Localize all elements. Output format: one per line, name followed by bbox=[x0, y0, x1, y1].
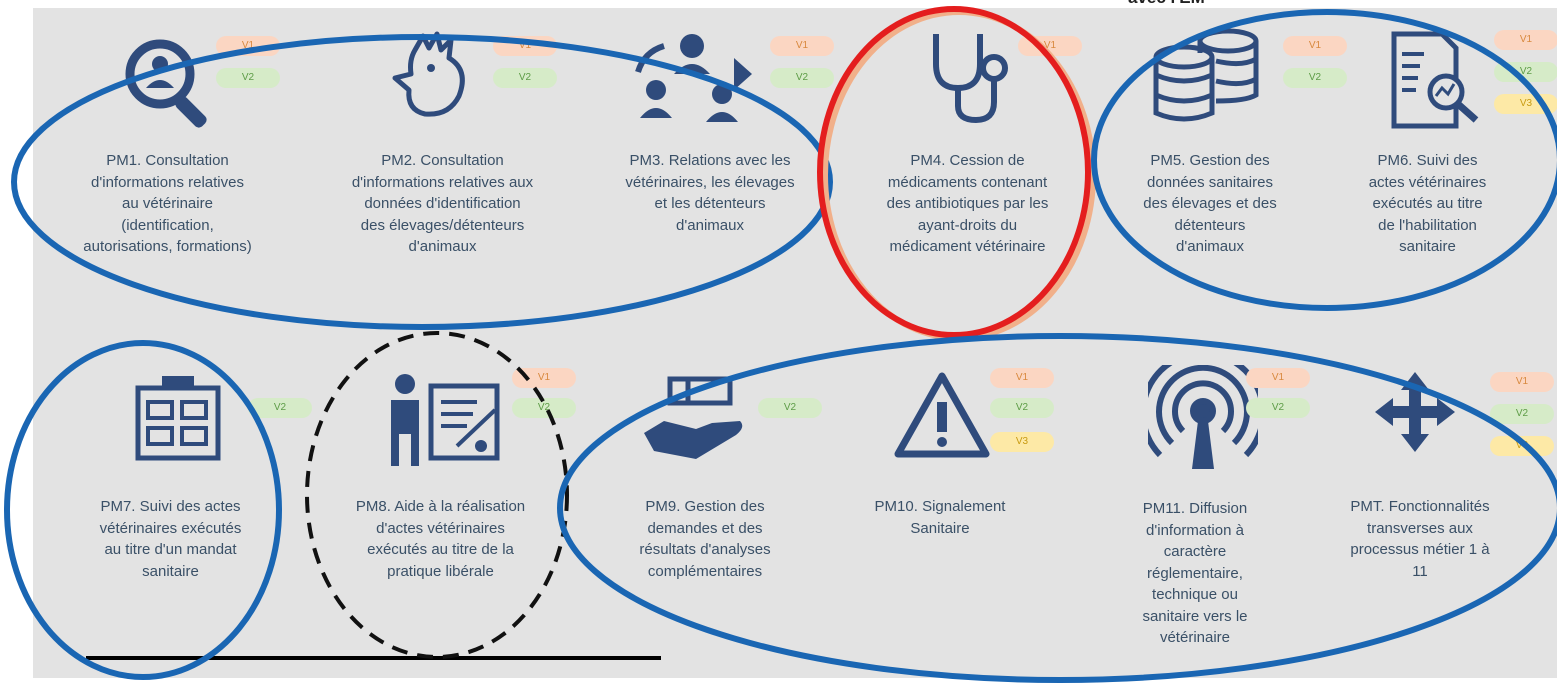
pm10-label: PM10. Signalement Sanitaire bbox=[874, 498, 1006, 537]
badge-v2: V2 bbox=[1246, 398, 1310, 418]
hand-box-icon bbox=[640, 375, 750, 465]
pm5-label: PM5. Gestion des données sanitaires des … bbox=[1143, 152, 1277, 255]
badge-v1: V1 bbox=[493, 36, 557, 56]
badge-v1: V1 bbox=[1246, 368, 1310, 388]
pm4-label: PM4. Cession de médicaments contenant de… bbox=[886, 152, 1049, 255]
pm11-label: PM11. Diffusion d'information à caractèr… bbox=[1142, 500, 1248, 646]
badge-v3: V3 bbox=[1494, 94, 1557, 114]
badge-v2: V2 bbox=[512, 398, 576, 418]
badge-v2: V2 bbox=[1494, 62, 1557, 82]
report-magnifier-icon bbox=[1390, 30, 1500, 130]
badge-v1: V1 bbox=[216, 36, 280, 56]
badge-v2: V2 bbox=[1283, 68, 1347, 88]
underline-bar bbox=[86, 656, 661, 660]
pmt-label: PMT. Fonctionnalités transverses aux pro… bbox=[1350, 498, 1490, 580]
broadcast-antenna-icon bbox=[1148, 365, 1258, 470]
badge-v1: V1 bbox=[1490, 372, 1554, 392]
badge-v1: V1 bbox=[512, 368, 576, 388]
search-person-icon bbox=[118, 36, 228, 131]
badge-v1: V1 bbox=[1283, 36, 1347, 56]
database-icon bbox=[1150, 25, 1290, 125]
clipboard-checklist-icon bbox=[128, 372, 228, 462]
chicken-icon bbox=[385, 30, 485, 120]
badge-v2: V2 bbox=[758, 398, 822, 418]
pm6-label: PM6. Suivi des actes vétérinaires exécut… bbox=[1368, 152, 1487, 255]
pm7-label: PM7. Suivi des actes vétérinaires exécut… bbox=[99, 498, 242, 580]
badge-v2: V2 bbox=[493, 68, 557, 88]
badge-v2: V2 bbox=[1490, 404, 1554, 424]
badge-v3: V3 bbox=[1490, 436, 1554, 456]
badge-v2: V2 bbox=[990, 398, 1054, 418]
badge-v3: V3 bbox=[990, 432, 1054, 452]
badge-v1: V1 bbox=[770, 36, 834, 56]
badge-v2: V2 bbox=[216, 68, 280, 88]
badge-v1: V1 bbox=[1018, 36, 1082, 56]
presenter-certificate-icon bbox=[385, 370, 505, 470]
move-arrows-icon bbox=[1375, 372, 1455, 452]
warning-icon bbox=[892, 370, 992, 460]
pm1-label: PM1. Consultation d'informations relativ… bbox=[83, 152, 252, 255]
pm9-label: PM9. Gestion des demandes et des résulta… bbox=[639, 498, 771, 580]
stethoscope-icon bbox=[920, 28, 1015, 128]
people-exchange-icon bbox=[630, 28, 760, 128]
badge-v1: V1 bbox=[990, 368, 1054, 388]
pm3-label: PM3. Relations avec les vétérinaires, le… bbox=[625, 152, 795, 234]
pm8-label: PM8. Aide à la réalisation d'actes vétér… bbox=[355, 498, 526, 580]
badge-v2: V2 bbox=[248, 398, 312, 418]
badge-v2: V2 bbox=[770, 68, 834, 88]
pm2-label: PM2. Consultation d'informations relativ… bbox=[351, 152, 534, 255]
header-fragment: avec l'EM bbox=[1128, 0, 1205, 8]
badge-v1: V1 bbox=[1494, 30, 1557, 50]
